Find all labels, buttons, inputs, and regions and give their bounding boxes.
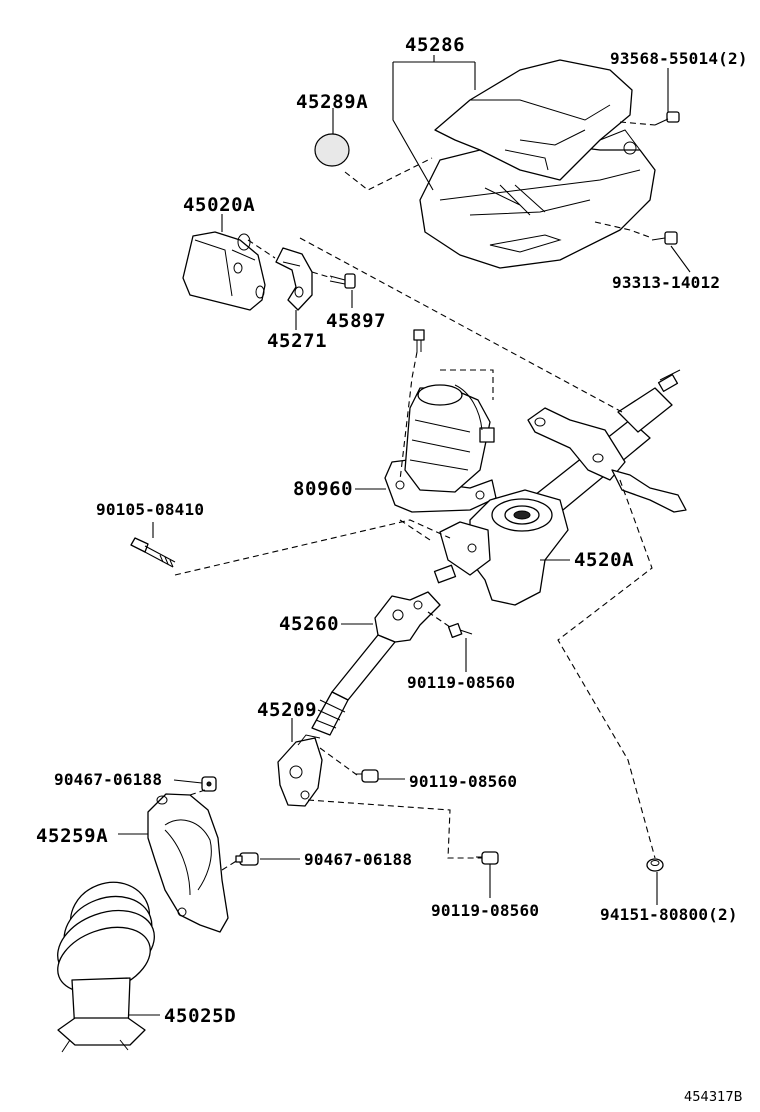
clamp-45271	[275, 247, 313, 311]
clip-90467-a	[201, 776, 217, 792]
steering-column-4520a	[433, 369, 687, 606]
intermediate-shaft-45260	[311, 591, 441, 736]
column-cover-45286	[419, 59, 656, 269]
clip-90467-b	[235, 852, 259, 866]
label-45271: 45271	[267, 330, 328, 352]
label-45260: 45260	[279, 613, 340, 635]
label-45289a: 45289A	[296, 91, 369, 113]
bracket-45020a	[182, 231, 266, 311]
label-90119-08560-c: 90119-08560	[431, 901, 540, 920]
label-94151-80800: 94151-80800(2)	[600, 905, 738, 924]
bolt-90119-b	[356, 769, 379, 783]
boot-45025d	[57, 881, 155, 1053]
bolt-90119-a	[447, 622, 473, 638]
motor-80960	[384, 384, 497, 513]
nut-94151	[646, 858, 664, 872]
cap-45289a	[314, 133, 350, 167]
label-93313-14012: 93313-14012	[612, 273, 721, 292]
label-45209: 45209	[257, 699, 318, 721]
label-90119-08560-a: 90119-08560	[407, 673, 516, 692]
screw-93313	[651, 231, 678, 245]
label-90467-06188-b: 90467-06188	[304, 850, 413, 869]
label-45286: 45286	[405, 34, 466, 56]
label-90105-08410: 90105-08410	[96, 500, 205, 519]
label-45259a: 45259A	[36, 825, 109, 847]
cover-45259a	[147, 793, 229, 933]
bolt-45897	[329, 273, 356, 289]
motor-bolt	[413, 329, 425, 352]
bolt-90105	[130, 537, 176, 568]
label-4520a: 4520A	[574, 549, 635, 571]
dashed-assembly-lines	[174, 121, 656, 871]
label-45020a: 45020A	[183, 194, 256, 216]
screw-93568	[654, 111, 680, 126]
label-93568-55014: 93568-55014(2)	[610, 49, 748, 68]
label-80960: 80960	[293, 478, 354, 500]
label-45897: 45897	[326, 310, 387, 332]
leader-lines	[118, 55, 691, 1016]
label-90119-08560-b: 90119-08560	[409, 772, 518, 791]
joint-45209	[277, 734, 323, 807]
label-90467-06188-a: 90467-06188	[54, 770, 163, 789]
diagram-code: 454317B	[684, 1090, 743, 1105]
label-45025d: 45025D	[164, 1005, 237, 1027]
